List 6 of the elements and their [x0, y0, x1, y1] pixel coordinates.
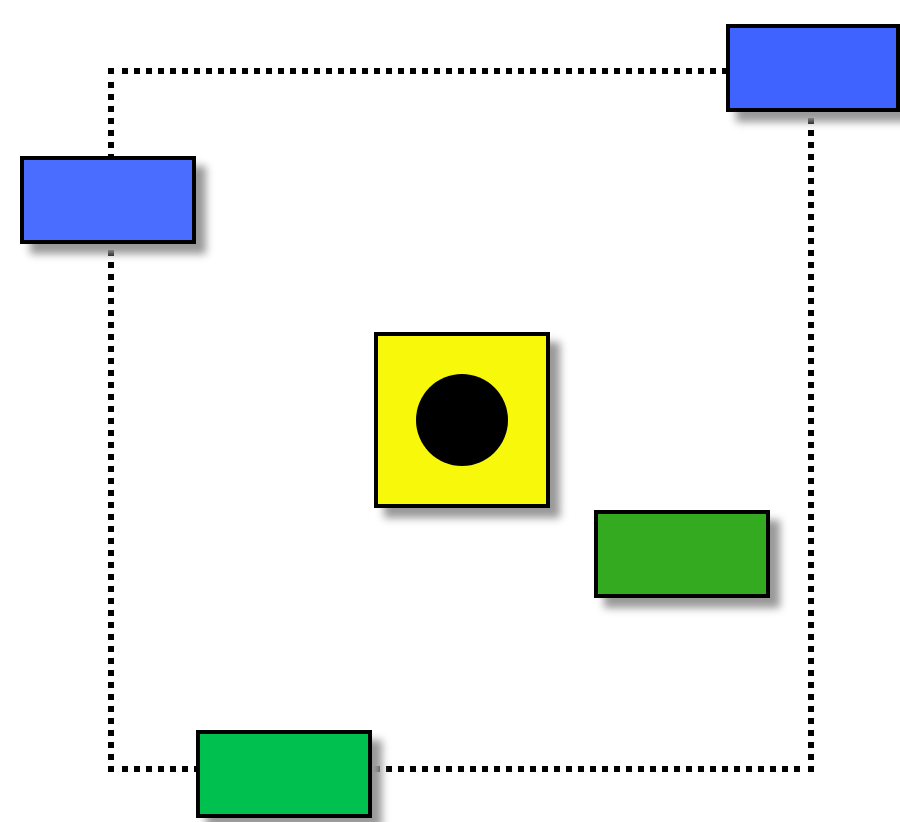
rectangle-block: [20, 156, 196, 244]
rectangle-block: [196, 730, 372, 818]
square-block: [374, 332, 550, 508]
rectangle-block: [594, 510, 770, 598]
circle: [416, 374, 508, 466]
rectangle-block: [726, 24, 900, 112]
